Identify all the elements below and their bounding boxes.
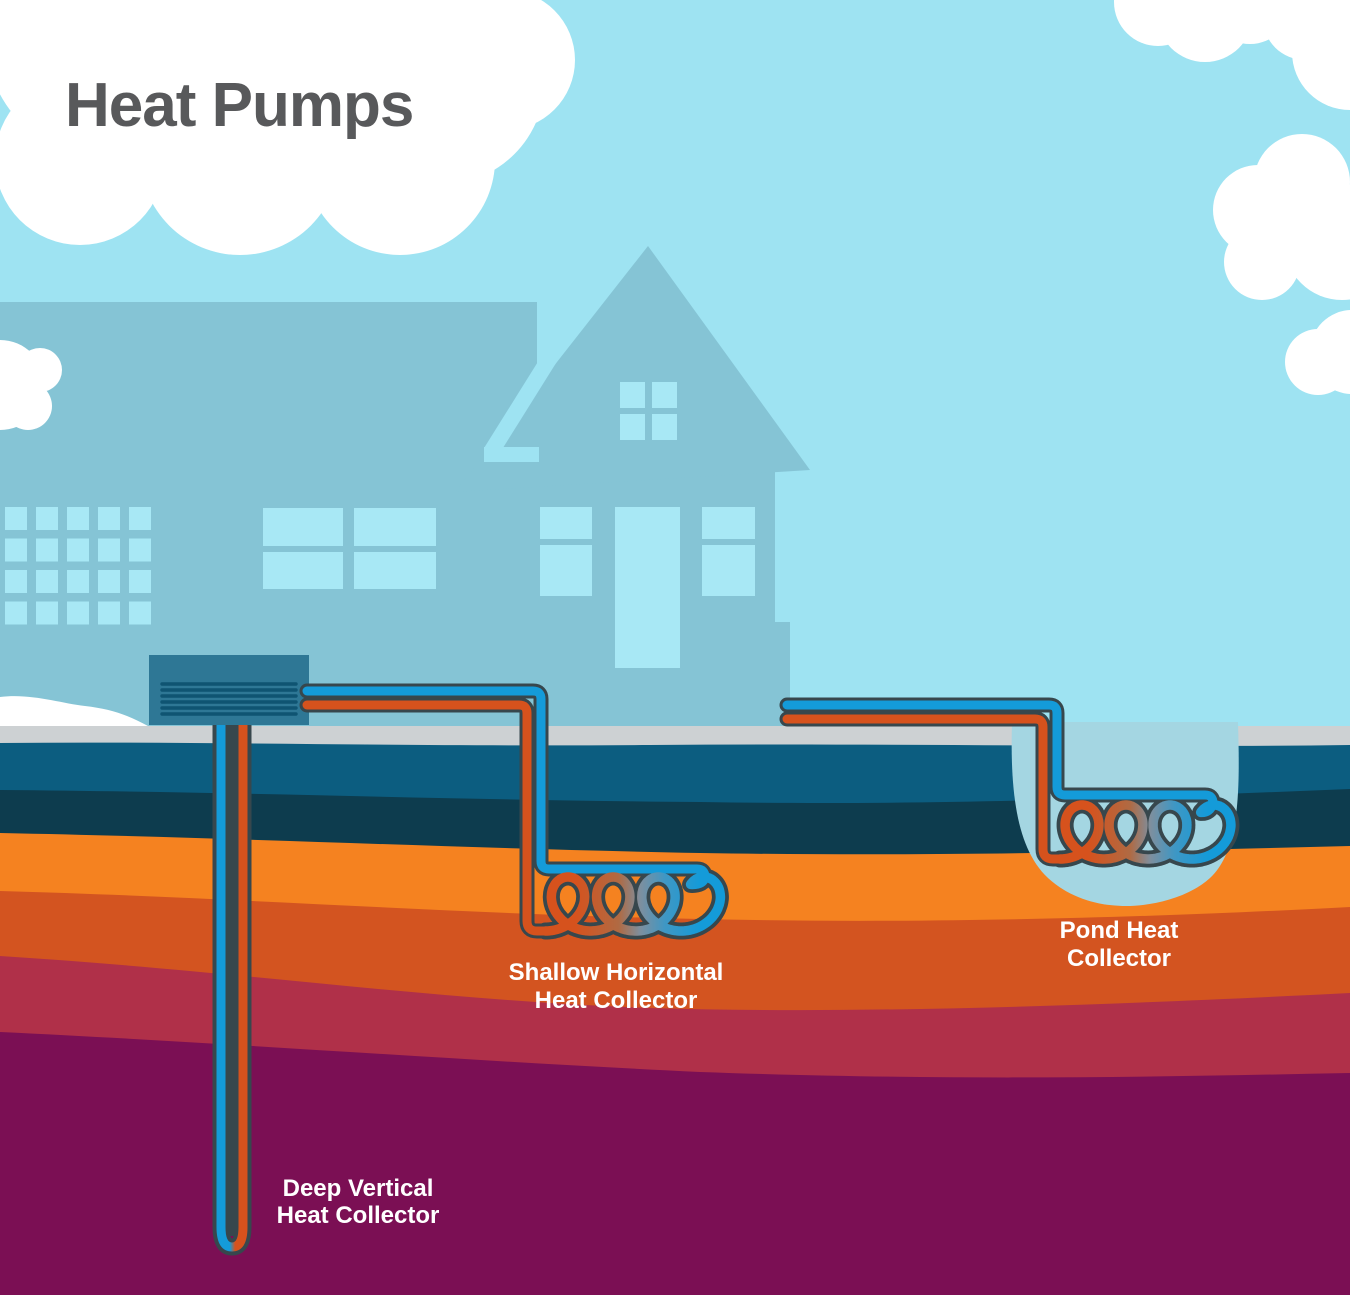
left-edge-cloud [0,340,62,430]
soil-layer-purple [0,1032,1350,1295]
shallow-blue-pipe [302,686,710,882]
label-line: Heat Collector [535,987,698,1014]
house-gable-roof [455,246,810,492]
left-wing-window-grid [5,507,151,625]
label-line: Heat Collector [277,1202,440,1229]
grid-window-pane [67,538,89,562]
house-silhouette [0,246,810,726]
pipe-runs [299,683,1240,940]
grid-window-pane [98,601,120,625]
grid-window-pane [129,507,151,530]
label-line: Collector [1067,945,1171,972]
horizon-cloud [0,696,148,726]
label-line: Shallow Horizontal [509,959,724,986]
grid-window-pane [67,507,89,530]
deep-pipe [216,700,248,1252]
shallow-horizontal-coil [540,872,726,936]
small-right-cloud [1285,310,1350,395]
gable-windows [540,507,755,668]
grid-window-pane [36,507,58,530]
grid-window-pane [129,570,151,593]
label-shallow-horizontal: Shallow Horizontal Heat Collector [509,959,724,1014]
label-line: Pond Heat [1060,917,1179,944]
grid-window-pane [5,601,27,625]
grid-window-pane [36,570,58,593]
title-cloud [0,0,575,255]
grid-window-pane [5,507,27,530]
grid-window-pane [98,570,120,593]
right-cloud [1213,134,1350,300]
label-deep-vertical: Deep Vertical Heat Collector [277,1175,440,1229]
heat-pump-vents [160,682,298,716]
ground-layers [0,726,1350,1295]
deep-vertical-collector [212,700,252,1256]
clouds [0,0,1350,726]
heat-pump-unit [149,655,309,725]
attic-window [620,382,677,440]
shallow-orange-pipe [302,700,551,936]
grid-window-pane [129,601,151,625]
grid-window-pane [5,538,27,562]
pond-blue-pipe [782,700,1218,808]
grid-window-pane [67,570,89,593]
grid-window-pane [36,601,58,625]
grid-window-pane [67,601,89,625]
roof-sky-gap-foot [484,447,539,462]
pond-coil [1055,798,1236,864]
grid-window-pane [129,538,151,562]
grid-window-pane [98,507,120,530]
pond-orange-pipe [782,714,1066,864]
label-pond: Pond Heat Collector [1060,917,1179,972]
grid-window-pane [98,538,120,562]
grid-window-pane [5,570,27,593]
label-line: Deep Vertical [283,1175,434,1202]
left-wing-window [263,508,436,589]
page-title: Heat Pumps [65,71,413,140]
corner-cloud [1263,0,1350,110]
roof-sky-gap [484,295,593,457]
grid-window-pane [36,538,58,562]
